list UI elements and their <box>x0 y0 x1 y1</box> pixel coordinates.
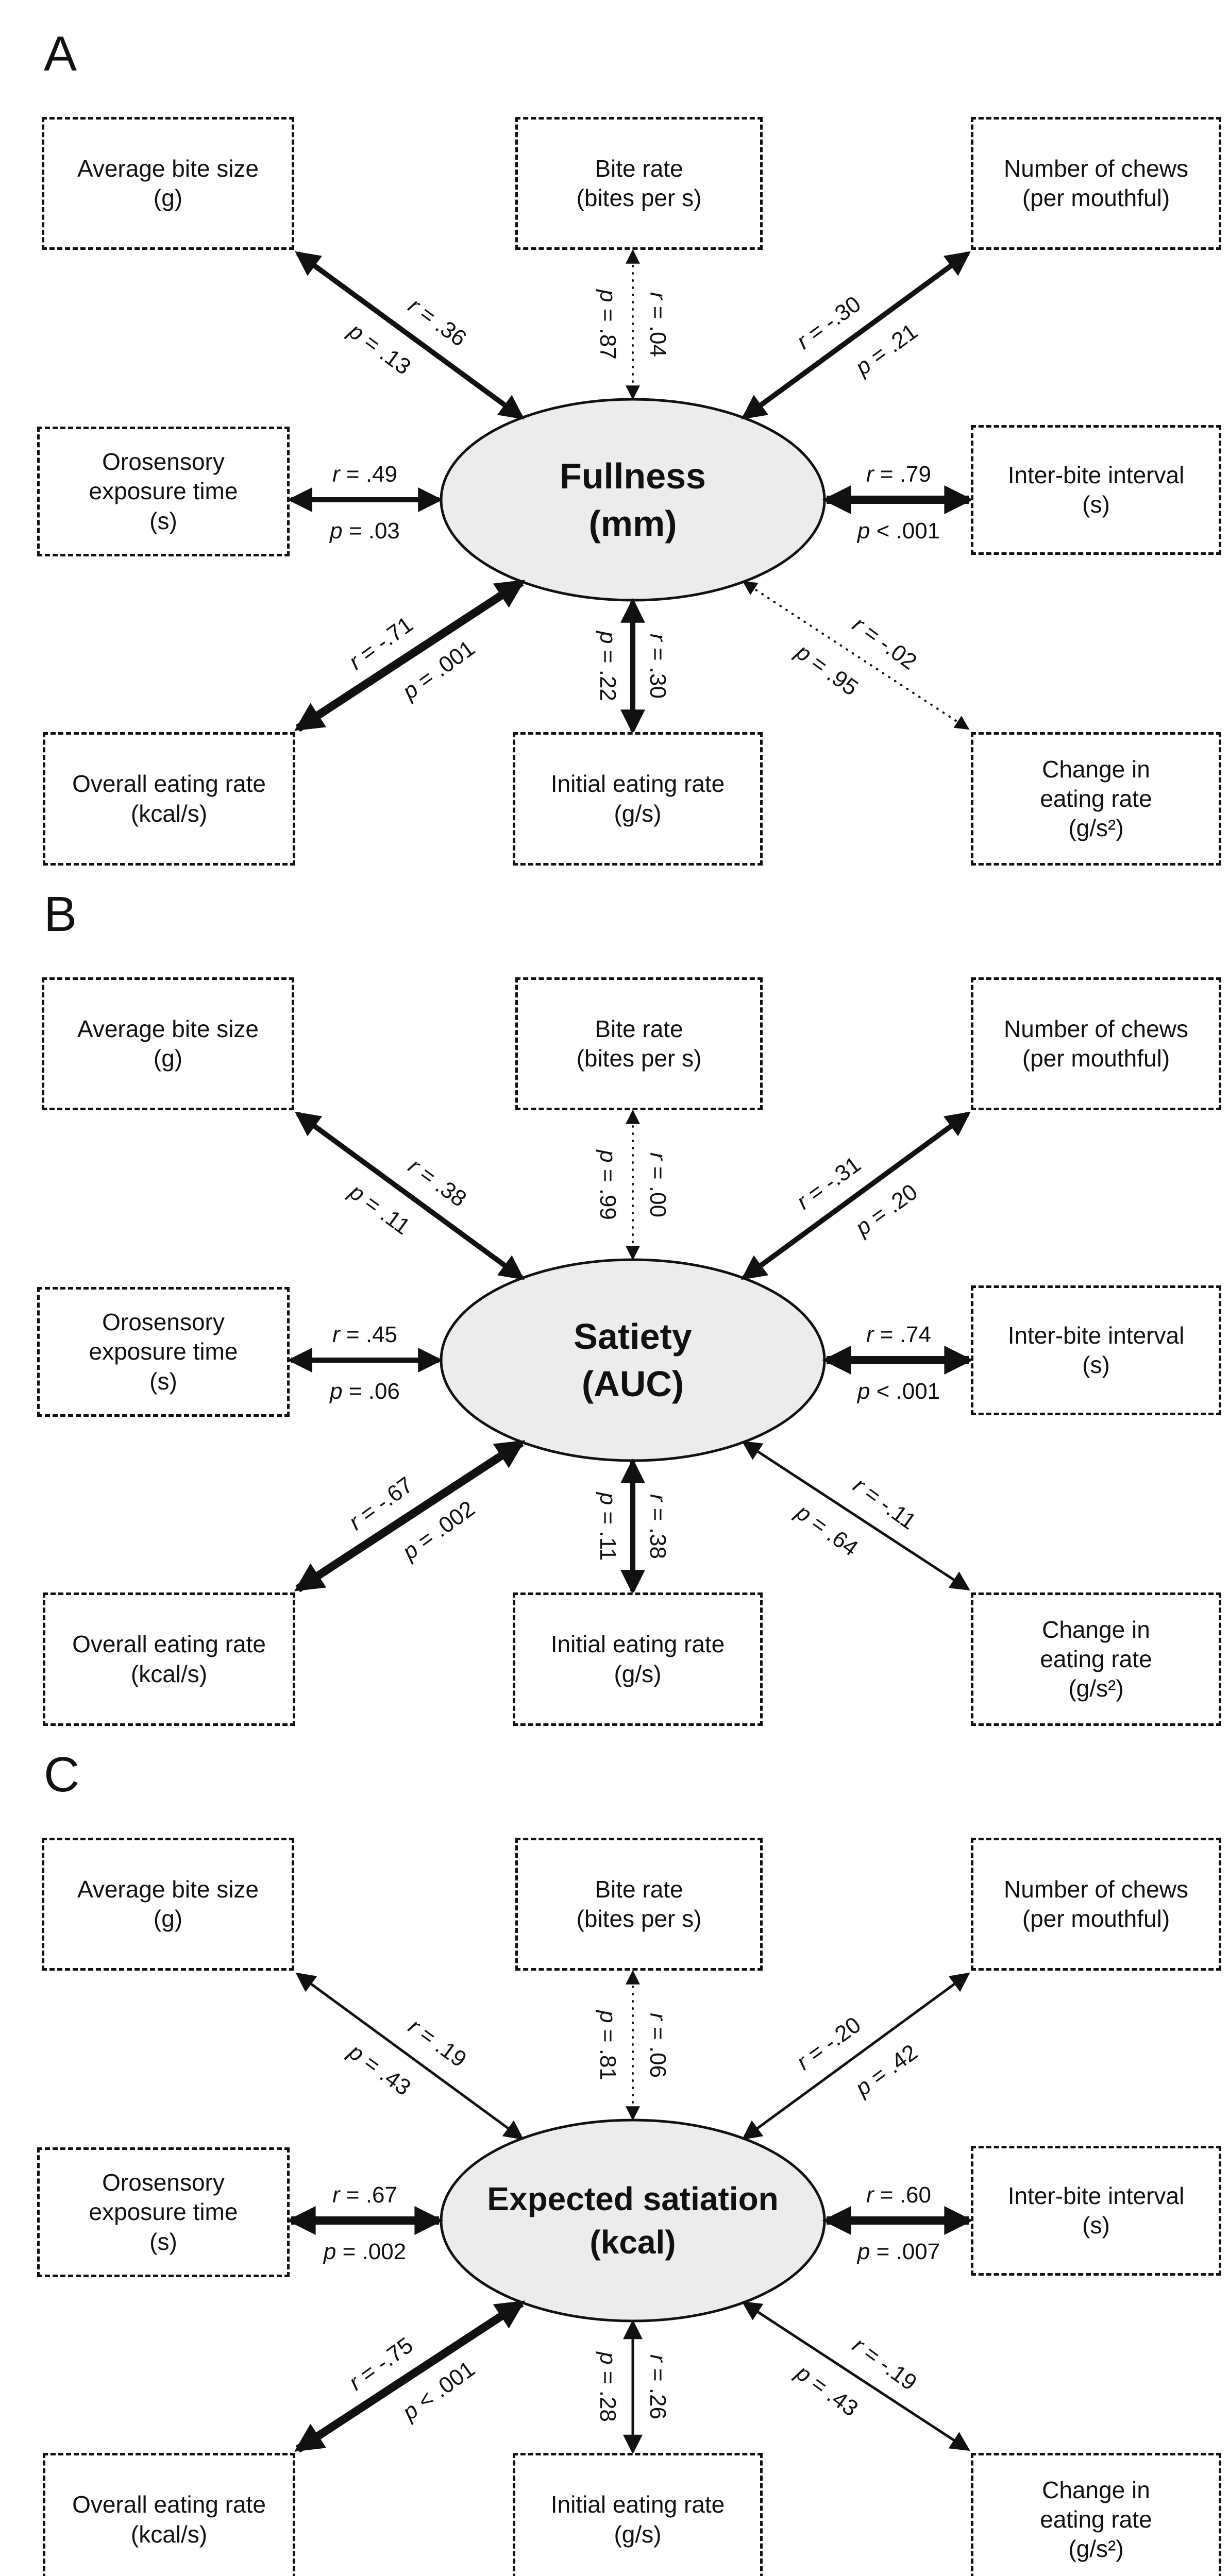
panel-label: A <box>44 26 78 81</box>
p-label: p = .11 <box>344 1178 415 1240</box>
panel-satiety-arrows: r = .38 p = .11 p = .99 r = .00 r = -.31… <box>287 1109 973 1595</box>
p-label: p = .43 <box>790 2359 863 2421</box>
r-label: r = -.30 <box>792 291 866 354</box>
p-label: p = .81 <box>596 2009 621 2080</box>
r-label: r = .19 <box>404 2013 472 2072</box>
box-overall-eating-rate: Overall eating rate (kcal/s) <box>43 2453 295 2576</box>
p-label: p = .21 <box>850 318 922 381</box>
arrow-expsat-change-rate <box>742 2301 970 2451</box>
p-label: p = .28 <box>596 2351 621 2422</box>
p-label: p = .002 <box>397 1496 479 1565</box>
p-label: p = .95 <box>790 638 863 701</box>
fullness-ellipse <box>440 398 826 602</box>
panel-expected-satiation: r = .19 p = .43 p = .81 r = .06 r = -.20… <box>0 1736 1229 2576</box>
r-label: r = .74 <box>866 1322 931 1347</box>
box-average-bite-size: Average bite size (g) <box>42 1838 294 1971</box>
p-label: p = .11 <box>596 1492 621 1561</box>
r-label: r = .45 <box>332 1322 397 1347</box>
panel-label: C <box>44 1747 80 1802</box>
r-label: r = -.20 <box>792 2012 866 2075</box>
r-label: r = .36 <box>404 293 472 351</box>
box-inter-bite-interval: Inter-bite interval (s) <box>971 2146 1221 2276</box>
arrow-expsat-number-of-chews <box>742 1972 970 2140</box>
box-orosensory-exposure-time: Orosensory exposure time (s) <box>37 2147 290 2277</box>
arrow-satiety-average-bite-size <box>295 1111 525 1280</box>
p-label: p = .22 <box>596 630 621 701</box>
arrow-fullness-number-of-chews <box>741 251 971 420</box>
arrow-satiety-number-of-chews <box>741 1111 971 1280</box>
box-inter-bite-interval: Inter-bite interval (s) <box>971 1285 1221 1415</box>
r-label: r = .67 <box>332 2182 397 2208</box>
p-label: p = .06 <box>329 1379 400 1404</box>
box-average-bite-size: Average bite size (g) <box>42 117 294 250</box>
arrow-expsat-overall-rate <box>294 2299 526 2453</box>
box-initial-eating-rate: Initial eating rate (g/s) <box>513 2453 763 2576</box>
p-label: p = .42 <box>850 2039 922 2102</box>
r-label: r = -.19 <box>848 2332 922 2395</box>
box-orosensory-exposure-time: Orosensory exposure time (s) <box>37 427 290 556</box>
arrow-expsat-average-bite-size <box>295 1972 524 2140</box>
r-label: r = .04 <box>646 292 671 357</box>
p-label: p < .001 <box>397 2356 479 2426</box>
p-label: p < .001 <box>856 518 940 544</box>
panel-expected-satiation-arrows: r = .19 p = .43 p = .81 r = .06 r = -.20… <box>287 1970 973 2454</box>
p-label: p = .43 <box>343 2038 415 2100</box>
panel-fullness: r = .36 p = .13 p = .87 r = .04 r = -.30… <box>0 15 1229 876</box>
box-inter-bite-interval: Inter-bite interval (s) <box>971 425 1221 555</box>
box-initial-eating-rate: Initial eating rate (g/s) <box>513 1592 763 1726</box>
box-number-of-chews: Number of chews (per mouthful) <box>971 1838 1221 1971</box>
box-initial-eating-rate: Initial eating rate (g/s) <box>513 732 763 866</box>
panel-satiety: r = .38 p = .11 p = .99 r = .00 r = -.31… <box>0 876 1229 1736</box>
box-average-bite-size: Average bite size (g) <box>42 977 294 1110</box>
p-label: p = .007 <box>856 2239 940 2264</box>
r-label: r = -.67 <box>344 1472 418 1535</box>
p-label: p = .99 <box>596 1149 621 1220</box>
box-number-of-chews: Number of chews (per mouthful) <box>971 117 1221 250</box>
box-change-in-eating-rate: Change in eating rate (g/s²) <box>971 2453 1221 2576</box>
p-label: p = .03 <box>329 518 400 544</box>
r-label: r = .60 <box>866 2182 931 2208</box>
r-label: r = .38 <box>646 1494 671 1559</box>
r-label: r = .30 <box>646 634 671 699</box>
p-label: p = .001 <box>397 635 479 705</box>
r-label: r = .49 <box>332 462 397 487</box>
r-label: r = .38 <box>404 1153 472 1212</box>
arrow-fullness-average-bite-size <box>295 251 525 420</box>
p-label: p = .64 <box>790 1499 863 1561</box>
expected-satiation-ellipse <box>440 2119 826 2323</box>
box-bite-rate: Bite rate (bites per s) <box>515 977 763 1110</box>
panel-fullness-arrows: r = .36 p = .13 p = .87 r = .04 r = -.30… <box>287 249 973 735</box>
r-label: r = .26 <box>646 2354 671 2419</box>
r-label: r = -.11 <box>849 1472 921 1534</box>
r-label: r = .06 <box>646 2013 671 2078</box>
box-overall-eating-rate: Overall eating rate (kcal/s) <box>43 1592 295 1726</box>
box-change-in-eating-rate: Change in eating rate (g/s²) <box>971 732 1221 866</box>
r-label: r = -.02 <box>848 612 922 674</box>
arrow-satiety-change-rate <box>742 1440 970 1591</box>
box-change-in-eating-rate: Change in eating rate (g/s²) <box>971 1592 1221 1726</box>
p-label: p = .002 <box>323 2239 406 2264</box>
p-label: p = .13 <box>343 317 415 380</box>
p-label: p = .20 <box>850 1179 922 1241</box>
box-number-of-chews: Number of chews (per mouthful) <box>971 977 1221 1110</box>
box-bite-rate: Bite rate (bites per s) <box>515 117 763 250</box>
r-label: r = -.71 <box>344 612 418 674</box>
box-bite-rate: Bite rate (bites per s) <box>515 1838 763 1971</box>
p-label: p < .001 <box>856 1379 940 1404</box>
r-label: r = .79 <box>866 462 931 487</box>
r-label: r = .00 <box>646 1153 671 1217</box>
arrow-fullness-change-rate <box>742 581 970 730</box>
arrow-satiety-overall-rate <box>294 1439 526 1592</box>
r-label: r = -.75 <box>344 2332 418 2395</box>
panel-label: B <box>44 887 78 942</box>
satiety-ellipse <box>440 1258 826 1462</box>
box-orosensory-exposure-time: Orosensory exposure time (s) <box>37 1287 290 1417</box>
r-label: r = -.31 <box>792 1151 866 1214</box>
box-overall-eating-rate: Overall eating rate (kcal/s) <box>43 732 295 866</box>
p-label: p = .87 <box>596 289 621 360</box>
arrow-fullness-overall-rate <box>294 579 526 732</box>
